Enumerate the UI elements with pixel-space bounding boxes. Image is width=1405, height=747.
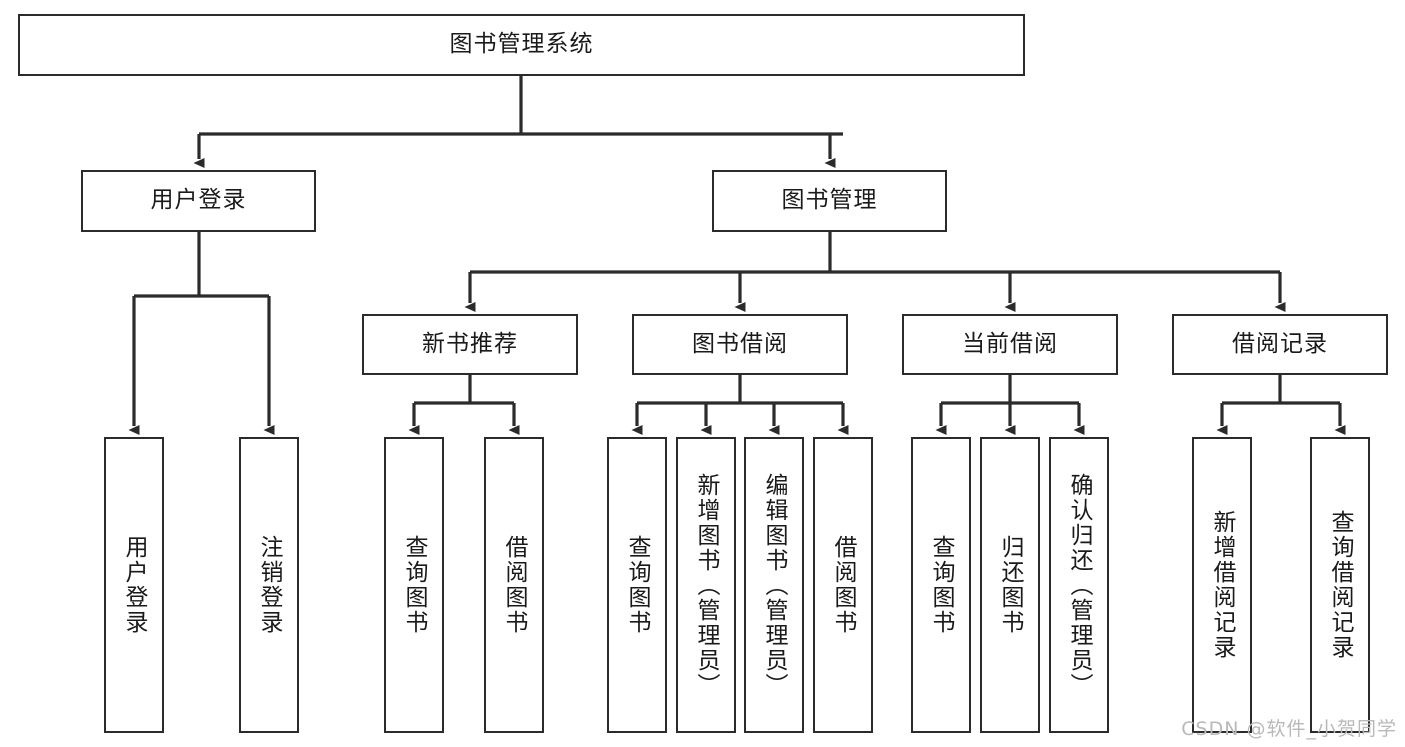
node-user-login[interactable]: 用户登录 [81, 170, 316, 232]
leaf-add-book-admin-label: 新增图书（管理员） [693, 472, 720, 698]
leaf-edit-book-admin-label: 编辑图书（管理员） [761, 472, 788, 698]
leaf-borrow-book-recommend-label: 借阅图书 [501, 535, 528, 635]
node-book-management[interactable]: 图书管理 [712, 170, 947, 232]
leaf-return-book[interactable]: 归还图书 [980, 437, 1040, 733]
node-new-book-recommend-label: 新书推荐 [422, 330, 518, 357]
leaf-add-book-admin[interactable]: 新增图书（管理员） [676, 437, 736, 733]
leaf-query-book-current-label: 查询图书 [928, 535, 955, 635]
leaf-add-borrow-record[interactable]: 新增借阅记录 [1192, 437, 1252, 733]
leaf-query-book-borrow[interactable]: 查询图书 [607, 437, 667, 733]
node-root[interactable]: 图书管理系统 [18, 14, 1025, 76]
node-current-borrow[interactable]: 当前借阅 [902, 314, 1118, 375]
leaf-logout-label: 注销登录 [256, 535, 283, 635]
leaf-logout[interactable]: 注销登录 [239, 437, 299, 733]
node-book-borrow[interactable]: 图书借阅 [632, 314, 848, 375]
leaf-query-book-current[interactable]: 查询图书 [911, 437, 971, 733]
node-borrow-record-label: 借阅记录 [1232, 330, 1328, 357]
leaf-borrow-book[interactable]: 借阅图书 [813, 437, 873, 733]
node-user-login-label: 用户登录 [150, 187, 247, 214]
node-current-borrow-label: 当前借阅 [962, 330, 1058, 357]
leaf-return-book-label: 归还图书 [997, 535, 1024, 635]
node-root-label: 图书管理系统 [449, 31, 594, 58]
leaf-borrow-book-label: 借阅图书 [830, 535, 857, 635]
leaf-confirm-return-admin[interactable]: 确认归还（管理员） [1049, 437, 1109, 733]
leaf-user-login-label: 用户登录 [121, 535, 148, 635]
watermark: CSDN @软件_小贺同学 [1181, 718, 1397, 740]
node-borrow-record[interactable]: 借阅记录 [1172, 314, 1388, 375]
node-book-management-label: 图书管理 [781, 187, 878, 214]
leaf-borrow-book-recommend[interactable]: 借阅图书 [484, 437, 544, 733]
node-book-borrow-label: 图书借阅 [692, 330, 788, 357]
leaf-query-borrow-record[interactable]: 查询借阅记录 [1310, 437, 1370, 733]
leaf-add-borrow-record-label: 新增借阅记录 [1209, 510, 1236, 660]
leaf-confirm-return-admin-label: 确认归还（管理员） [1066, 472, 1093, 698]
leaf-query-book-recommend-label: 查询图书 [401, 535, 428, 635]
leaf-edit-book-admin[interactable]: 编辑图书（管理员） [744, 437, 804, 733]
node-new-book-recommend[interactable]: 新书推荐 [362, 314, 578, 375]
leaf-user-login[interactable]: 用户登录 [104, 437, 164, 733]
leaf-query-borrow-record-label: 查询借阅记录 [1327, 510, 1354, 660]
leaf-query-book-borrow-label: 查询图书 [624, 535, 651, 635]
leaf-query-book-recommend[interactable]: 查询图书 [384, 437, 444, 733]
